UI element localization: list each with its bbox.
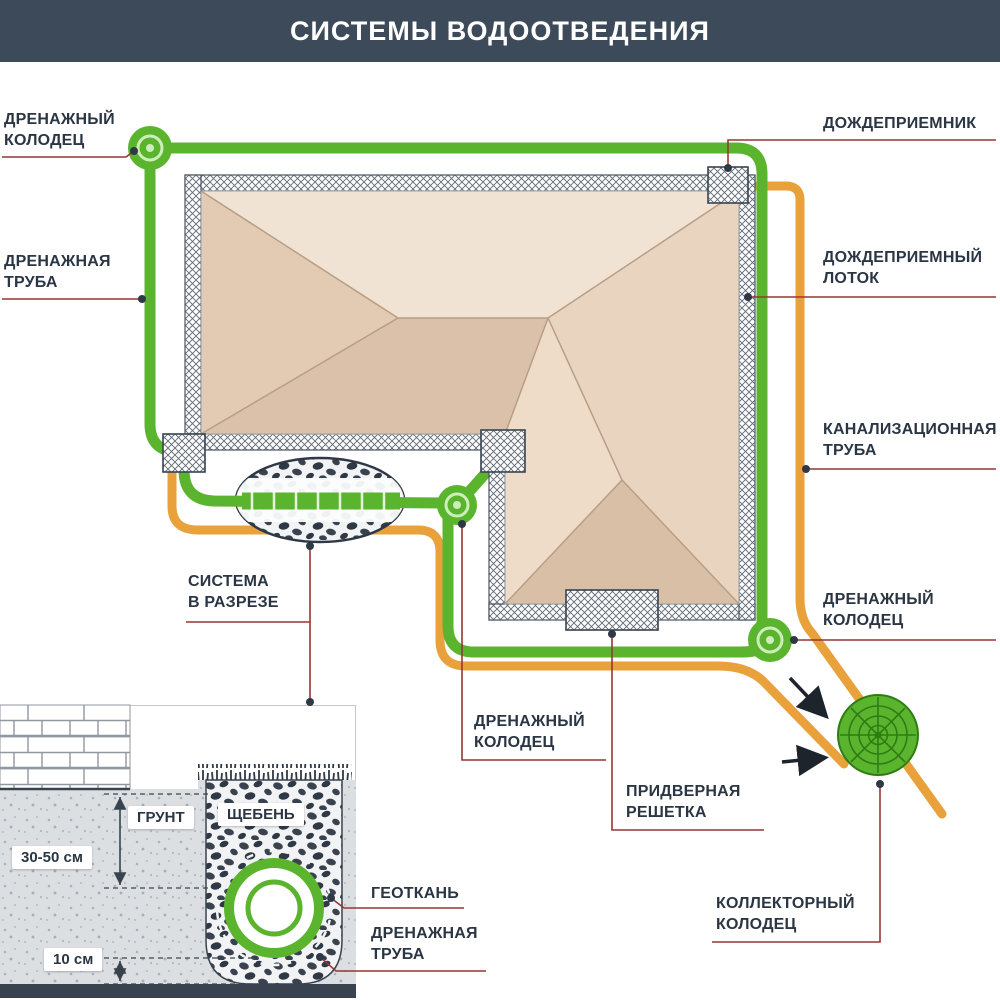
callout-section-view: СИСТЕМА В РАЗРЕЗЕ [188, 573, 279, 611]
callout-drain-well-top-left: ДРЕНАЖНЫЙ КОЛОДЕЦ [4, 111, 115, 149]
dimension-30-50 [104, 793, 210, 889]
collector-well-icon [837, 694, 919, 776]
callout-rain-tray: ДОЖДЕПРИЕМНЫЙ ЛОТОК [823, 249, 983, 287]
drain-pipe-cutaway-detail [242, 492, 400, 510]
drain-pipe-section-icon [224, 858, 324, 958]
callout-rain-inlet: ДОЖДЕПРИЕМНИК [823, 115, 977, 132]
tag-depth-30-50: 30-50 см [12, 846, 92, 869]
rain-inlet-box [707, 166, 749, 204]
callout-drain-well-bottom: ДРЕНАЖНЫЙ КОЛОДЕЦ [474, 713, 585, 751]
door-grate-box [565, 589, 659, 631]
corner-catch-box [162, 433, 206, 473]
callout-sewer-pipe: КАНАЛИЗАЦИОННАЯ ТРУБА [823, 421, 997, 459]
page-title: СИСТЕМЫ ВОДООТВЕДЕНИЯ [290, 15, 710, 46]
callout-drain-pipe: ДРЕНАЖНАЯ ТРУБА [4, 253, 111, 291]
junction-catch-box [480, 429, 526, 473]
flow-arrow-icon [788, 676, 829, 720]
geotextile-ring [215, 849, 333, 967]
dimension-10 [104, 957, 258, 985]
inlet-boxes [162, 166, 749, 631]
tag-gravel: ЩЕБЕНЬ [218, 803, 304, 826]
callout-geotextile: ГЕОТКАНЬ [371, 885, 459, 902]
cross-section-panel [0, 704, 356, 998]
callout-door-grate: ПРИДВЕРНАЯ РЕШЕТКА [626, 783, 741, 821]
callout-leader-lines [2, 139, 996, 972]
storm-sewer-pipe [167, 181, 947, 819]
flow-arrow-icon [781, 744, 829, 777]
brick-wall [0, 704, 131, 790]
header: СИСТЕМЫ ВОДООТВЕДЕНИЯ [0, 0, 1000, 62]
grass [198, 764, 352, 780]
callout-drain-pipe-section: ДРЕНАЖНАЯ ТРУБА [371, 925, 478, 963]
tag-gap-10: 10 см [44, 948, 103, 971]
drain-well-mid-icon [437, 485, 477, 525]
drain-well-top-left-icon [128, 126, 172, 170]
drain-well-right-icon [748, 618, 792, 662]
tag-soil: ГРУНТ [128, 806, 194, 829]
callout-collector-well: КОЛЛЕКТОРНЫЙ КОЛОДЕЦ [716, 895, 855, 933]
callout-dots [130, 147, 884, 961]
flow-arrows [781, 676, 829, 777]
drain-wells [128, 126, 792, 662]
callout-drain-well-right: ДРЕНАЖНЫЙ КОЛОДЕЦ [823, 591, 934, 629]
house-roof [200, 190, 740, 605]
